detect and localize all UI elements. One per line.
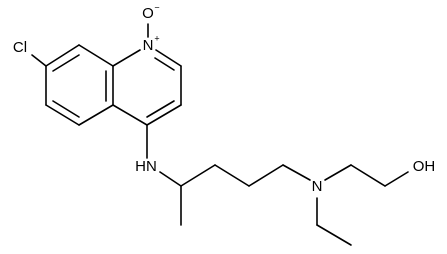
bond-c3-c4-chain (248, 164, 284, 187)
atom-labels: Cl N + O − HN N OH (13, 2, 435, 195)
atom-hydroxyl: OH (413, 158, 436, 175)
bond-hydroxyethyl1-2 (350, 164, 386, 187)
bond-cl-c7 (31, 54, 47, 67)
quinoline-n-charge: + (154, 33, 159, 43)
bond-c5-c6-inner (52, 100, 80, 118)
atom-cl: Cl (13, 39, 27, 56)
atom-quinoline-n: N (143, 37, 154, 54)
bond-c4-n-chain (282, 164, 311, 181)
bonds (31, 23, 409, 246)
bond-c4-c4a (112, 104, 148, 126)
bond-nh-ch (159, 171, 182, 187)
bond-c4a-c5 (78, 104, 114, 126)
atom-tertiary-n: N (312, 178, 323, 195)
bond-c7-c8 (45, 44, 80, 67)
bond-c3-c4 (146, 104, 182, 126)
bond-c8a-n1 (112, 49, 141, 67)
bond-c7-c8-inner (52, 54, 80, 72)
bond-c8-c8a (78, 44, 114, 67)
bond-n1-c2 (155, 49, 182, 67)
bond-ethyl1-ethyl2 (316, 224, 352, 246)
bond-ch-c2 (180, 164, 216, 187)
atom-oxide-o: O (142, 5, 154, 22)
bond-c5-c6 (45, 104, 80, 126)
bond-c2-c3-chain (214, 164, 250, 187)
atom-amine-nh: HN (135, 158, 157, 175)
bond-hydroxyethyl2-oh (384, 171, 409, 187)
bond-c3-c4-inner (146, 100, 175, 118)
oxide-o-charge: − (154, 2, 159, 12)
bond-n1-c2-inner (154, 57, 175, 71)
bond-n-hydroxyethyl1 (324, 164, 352, 181)
